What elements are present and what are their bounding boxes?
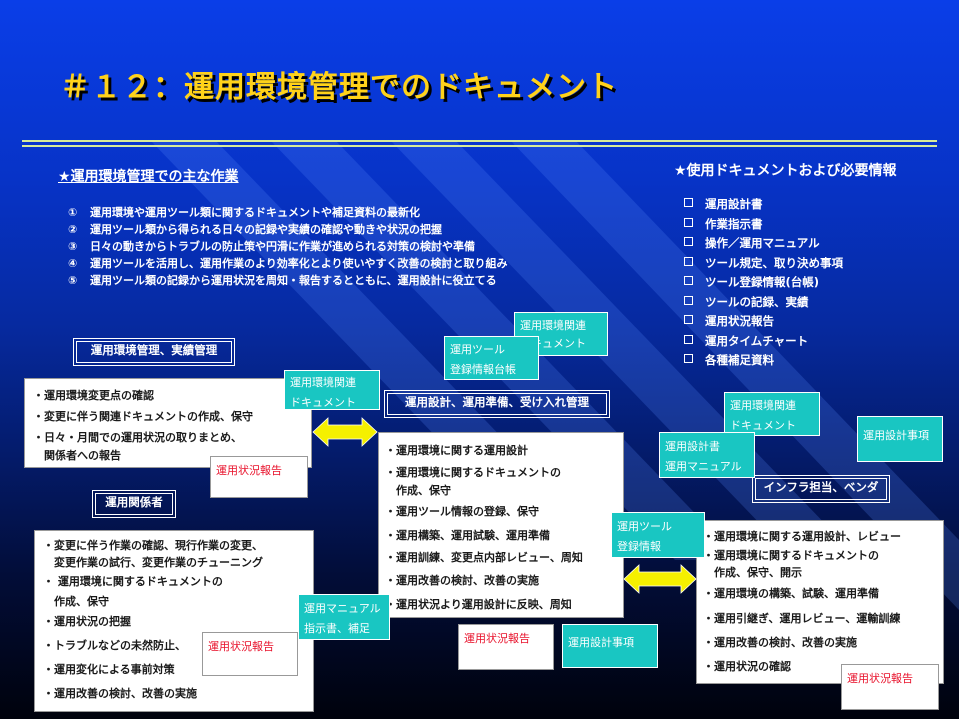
design-matters-tag: 運用設計事項 [562, 624, 658, 668]
panel-item: ・運用状況の把握 [43, 615, 131, 628]
panel-item: ・運用訓練、変更点内部レビュー、周知 [385, 551, 583, 564]
ops-staff-panel: ・変更に伴う作業の確認、現行作業の変更、 変更作業の試行、変更作業のチューニング… [34, 530, 314, 712]
panel-item: ・ 運用環境に関するドキュメントの [43, 575, 223, 588]
checkbox-icon [684, 334, 693, 344]
doc-item: ツール規定、取り決め事項 [684, 254, 843, 274]
double-arrow-left [312, 417, 378, 447]
panel-item: ・運用環境に関する運用設計、レビュー [703, 530, 901, 543]
doc-item: ツールの記録、実績 [684, 293, 843, 313]
panel-item: ・運用改善の検討、改善の実施 [385, 574, 539, 587]
page-title: ＃１２：運用環境管理でのドキュメント [60, 70, 618, 105]
tool-register-tag: 運用ツール登録情報台帳 [444, 336, 539, 380]
design-label: 運用設計、運用準備、受け入れ管理 [384, 390, 610, 418]
env-doc-tag: 運用環境関連ドキュメント [284, 370, 380, 410]
status-report-tag: 運用状況報告 [202, 632, 298, 676]
title-rule-bottom [22, 145, 937, 147]
env-mgmt-panel: ・運用環境変更点の確認 ・変更に伴う関連ドキュメントの作成、保守 ・日々・月間で… [24, 378, 312, 468]
infra-panel: ・運用環境に関する運用設計、レビュー ・運用環境に関するドキュメントの 作成、保… [696, 520, 944, 684]
panel-item: ・運用環境の構築、試験、運用準備 [703, 587, 879, 600]
panel-item: ・運用状況より運用設計に反映、周知 [385, 598, 572, 611]
checkbox-icon [684, 354, 693, 363]
checkbox-icon [684, 217, 693, 227]
panel-item: ・運用環境に関するドキュメントの [385, 466, 561, 479]
panel-item: ・運用状況の確認 [703, 660, 791, 673]
title-rule-top [22, 140, 937, 142]
ops-staff-label: 運用関係者 [92, 490, 176, 518]
panel-item: ・運用環境に関するドキュメントの [703, 549, 879, 562]
doc-item: 各種補足資料 [684, 351, 843, 371]
design-matters-tag: 運用設計事項 [857, 416, 943, 462]
panel-item: ・運用環境変更点の確認 [33, 389, 154, 402]
tasks-heading: ★運用環境管理での主な作業 [58, 169, 239, 185]
tool-register-tag: 運用ツール登録情報 [611, 512, 705, 558]
panel-item: ・運用引継ぎ、運用レビュー、運輸訓練 [703, 612, 901, 625]
checkbox-icon [684, 315, 693, 324]
panel-item: ・運用改善の検討、改善の実施 [703, 636, 857, 649]
panel-item: ・トラブルなどの未然防止、 [43, 639, 186, 652]
doc-item: 作業指示書 [684, 215, 843, 235]
panel-item: ・運用変化による事前対策 [43, 663, 175, 676]
doc-item: 運用状況報告 [684, 312, 843, 332]
infra-label: インフラ担当、ベンダ [752, 475, 890, 503]
checkbox-icon [684, 276, 693, 285]
env-mgmt-label: 運用環境管理、実績管理 [73, 338, 235, 366]
panel-item: ・運用ツール情報の登録、保守 [385, 505, 539, 518]
panel-item: ・運用構築、運用試験、運用準備 [385, 529, 550, 542]
panel-item: ・運用改善の検討、改善の実施 [43, 687, 197, 700]
doc-item: 運用設計書 [684, 195, 843, 215]
panel-item: ・変更に伴う関連ドキュメントの作成、保守 [33, 410, 253, 423]
panel-item: ・日々・月間での運用状況の取りまとめ、 [33, 431, 242, 444]
panel-item: 関係者への報告 [33, 449, 121, 462]
checkbox-icon [684, 198, 693, 207]
panel-item: 作成、保守、開示 [703, 566, 802, 579]
panel-item: ・変更に伴う作業の確認、現行作業の変更、 [43, 539, 263, 552]
env-doc-tag: 運用環境関連ドキュメント [724, 392, 820, 436]
manual-instruction-tag: 運用マニュアル指示書、補足 [298, 594, 390, 640]
panel-item: 変更作業の試行、変更作業のチューニング [43, 556, 263, 569]
docs-heading: ★使用ドキュメントおよび必要情報 [674, 163, 897, 179]
double-arrow-right [623, 564, 697, 594]
panel-item: ・運用環境に関する運用設計 [385, 444, 528, 457]
checkbox-icon [684, 295, 693, 305]
checkbox-icon [684, 256, 693, 266]
design-manual-tag: 運用設計書運用マニュアル [659, 432, 755, 478]
status-report-tag: 運用状況報告 [210, 456, 308, 498]
status-report-tag: 運用状況報告 [841, 664, 939, 710]
panel-item: 作成、保守 [43, 595, 109, 608]
doc-item: 操作／運用マニュアル [684, 234, 843, 254]
checkbox-icon [684, 237, 693, 246]
panel-item: 作成、保守 [385, 484, 451, 497]
docs-list: 運用設計書 作業指示書 操作／運用マニュアル ツール規定、取り決め事項 ツール登… [684, 195, 843, 371]
doc-item: 運用タイムチャート [684, 332, 843, 352]
doc-item: ツール登録情報(台帳) [684, 273, 843, 293]
design-panel: ・運用環境に関する運用設計 ・運用環境に関するドキュメントの 作成、保守 ・運用… [378, 432, 624, 618]
status-report-tag: 運用状況報告 [458, 624, 554, 670]
